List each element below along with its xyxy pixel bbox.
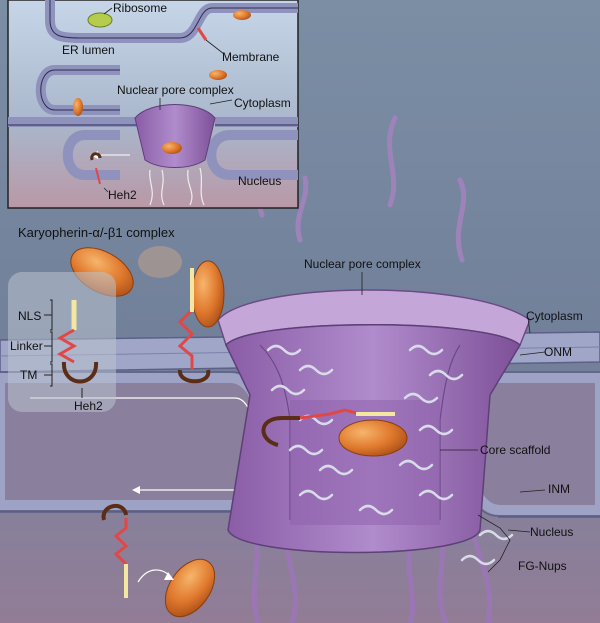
label-nls: NLS (18, 309, 42, 323)
cargo-in-pore (338, 419, 408, 457)
inset-panel (7, 0, 299, 209)
label-karyopherin-complex: Karyopherin-α/-β1 complex (18, 225, 175, 240)
label-inset-npc: Nuclear pore complex (117, 83, 234, 97)
label-core-scaffold: Core scaffold (480, 443, 551, 457)
label-inset-nucleus: Nucleus (238, 174, 282, 188)
label-inset-cytoplasm: Cytoplasm (234, 96, 291, 110)
label-heh2: Heh2 (74, 399, 103, 413)
label-onm: ONM (544, 345, 572, 359)
heh2-domain-model (44, 299, 99, 398)
label-ribosome: Ribosome (113, 1, 168, 15)
label-inset-heh2: Heh2 (108, 188, 137, 202)
label-er-lumen: ER lumen (62, 43, 115, 57)
label-linker: Linker (10, 339, 43, 353)
label-membrane: Membrane (222, 50, 280, 64)
label-inm: INM (548, 482, 570, 496)
label-nucleus: Nucleus (530, 525, 574, 539)
inner-nuclear-membrane (0, 511, 600, 518)
label-tm: TM (20, 368, 38, 382)
heh2-exiting (101, 504, 216, 618)
label-fg-nups: FG-Nups (518, 559, 567, 573)
ribosome-icon (87, 12, 113, 28)
label-npc: Nuclear pore complex (304, 257, 421, 271)
heh2-in-pore (261, 408, 408, 457)
label-cytoplasm: Cytoplasm (526, 309, 583, 323)
karyopherin-complex-2 (177, 260, 225, 384)
fg-nups-squiggles (266, 344, 514, 566)
